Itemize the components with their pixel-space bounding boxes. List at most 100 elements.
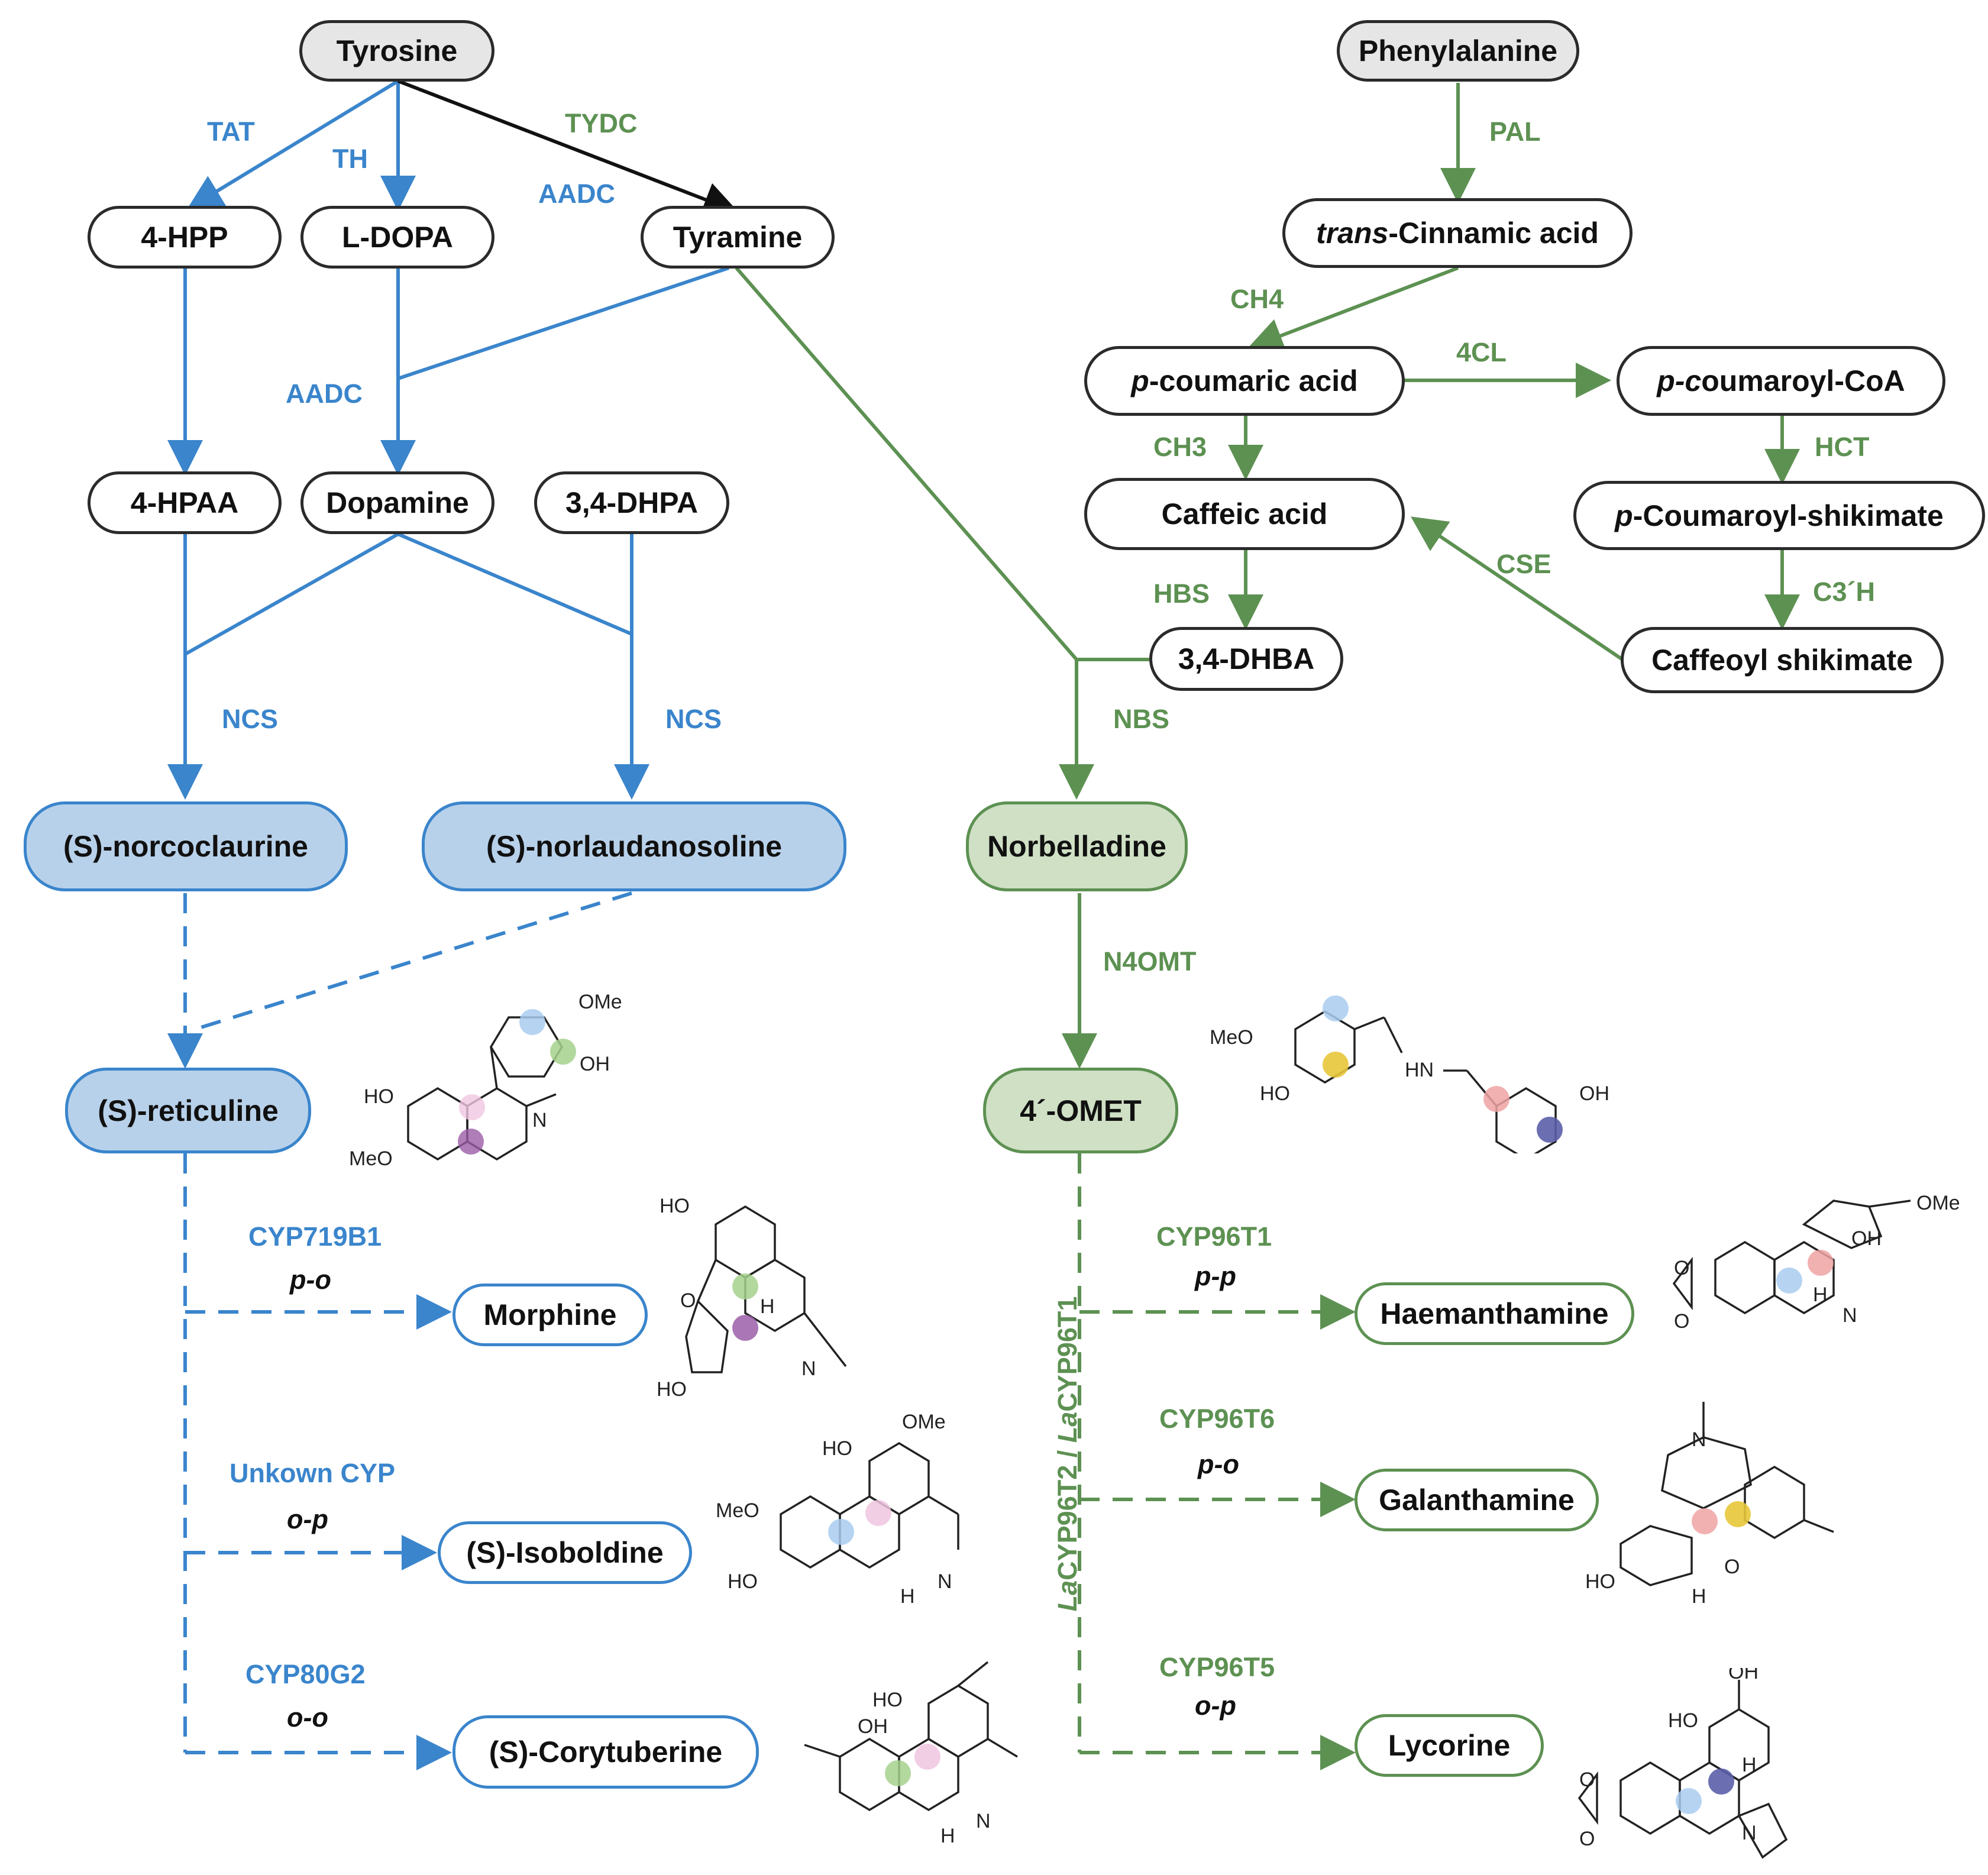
struct-label-h-haemanthamine: H	[1813, 1284, 1828, 1306]
struct-label-oh-corytuberine: OH	[858, 1715, 888, 1738]
enzyme-cse: CSE	[1496, 549, 1551, 579]
struct-label-o2-haemanthamine: O	[1674, 1310, 1689, 1333]
struct-label-oh-haemanthamine: OH	[1851, 1227, 1882, 1250]
structure-reticuline: HO MeO N OMe OH	[349, 991, 622, 1170]
structure-morphine: HO O H N HO	[657, 1195, 847, 1401]
struct-label-n-isoboldine: N	[938, 1570, 952, 1593]
enzyme-nbs: NBS	[1113, 704, 1170, 734]
name-rest: -coumaric acid	[1149, 364, 1358, 397]
edge-caffeoyl-caffeic	[1411, 516, 1624, 661]
node-tyramine: Tyramine	[641, 206, 835, 269]
edge-tyrosine-tyramine	[397, 79, 739, 216]
enzyme-cyp96t6: CYP96T6	[1159, 1404, 1275, 1434]
node-tyrosine: Tyrosine	[299, 20, 494, 82]
struct-label-o1-lycorine: O	[1579, 1769, 1595, 1791]
italic-prefix: p	[1131, 364, 1149, 397]
node-s-isoboldine: (S)-Isoboldine	[438, 1521, 692, 1584]
struct-label-ho2-morphine: HO	[657, 1378, 687, 1401]
vertical-la-2: La	[1052, 1411, 1082, 1443]
edge-norlaudanosoline-reticuline	[195, 891, 632, 1031]
struct-label-hn-omet: HN	[1405, 1059, 1434, 1081]
struct-label-ome-haemanthamine: OMe	[1916, 1192, 1960, 1214]
coupling-galanthamine: p-o	[1198, 1449, 1239, 1479]
coupling-morphine: p-o	[290, 1265, 331, 1295]
node-morphine: Morphine	[452, 1284, 648, 1346]
norbelladine-edges	[735, 267, 1149, 1069]
struct-label-ho-lycorine: HO	[1668, 1709, 1698, 1732]
struct-label-oh: OH	[580, 1053, 610, 1075]
struct-label-ho-corytuberine: HO	[872, 1689, 903, 1711]
coupling-corytuberine: o-o	[287, 1702, 328, 1732]
edge-dopamine-left	[184, 532, 399, 656]
enzyme-tydc: TYDC	[565, 108, 638, 138]
italic-prefix: trans	[1316, 216, 1389, 250]
struct-label-h-galanthamine: H	[1692, 1585, 1706, 1608]
structure-corytuberine: HO OH N H	[804, 1661, 1018, 1847]
edge-tyramine-aadc	[397, 266, 729, 380]
struct-label-n-morphine: N	[801, 1357, 816, 1380]
structure-galanthamine: N O HO H	[1585, 1402, 1834, 1608]
coupling-lycorine: o-p	[1195, 1690, 1236, 1721]
enzyme-ncs-right: NCS	[665, 704, 722, 734]
enzyme-ch4: CH4	[1230, 284, 1284, 314]
struct-label-n-corytuberine: N	[976, 1810, 991, 1832]
aa-product-edges	[1078, 1153, 1356, 1770]
enzyme-ncs-left: NCS	[222, 704, 279, 734]
struct-label-oh-omet: OH	[1579, 1082, 1609, 1105]
node-caffeic-acid: Caffeic acid	[1084, 478, 1405, 550]
struct-label-o1-haemanthamine: O	[1674, 1257, 1689, 1279]
struct-label-o-galanthamine: O	[1724, 1556, 1740, 1578]
enzyme-n4omt: N4OMT	[1103, 946, 1197, 977]
struct-label-n: N	[532, 1109, 547, 1132]
struct-label-o-morphine: O	[680, 1289, 696, 1312]
edge-tyramine-nbs	[735, 267, 1078, 661]
enzyme-aadc-mid: AADC	[286, 379, 363, 409]
node-haemanthamine: Haemanthamine	[1355, 1282, 1634, 1345]
structure-lycorine: OH HO H N O O	[1578, 1668, 1788, 1859]
node-4hpaa: 4-HPAA	[88, 471, 282, 534]
phenylpropanoid-edges	[1228, 83, 1800, 661]
struct-label-n-lycorine: N	[1742, 1822, 1757, 1844]
enzyme-cyp719b1: CYP719B1	[248, 1221, 382, 1252]
node-norbelladine: Norbelladine	[966, 801, 1188, 891]
node-s-reticuline: (S)-reticuline	[65, 1068, 311, 1153]
node-phenylalanine: Phenylalanine	[1337, 20, 1579, 82]
struct-label-meo-isoboldine: MeO	[716, 1499, 759, 1522]
struct-label-ho-galanthamine: HO	[1585, 1570, 1615, 1593]
enzyme-hbs: HBS	[1153, 578, 1210, 609]
struct-label-ho2-isoboldine: HO	[728, 1570, 758, 1593]
node-trans-cinnamic-acid: trans-Cinnamic acid	[1282, 198, 1633, 268]
enzyme-c3h: C3´H	[1813, 577, 1876, 607]
struct-label-ome-isoboldine: OMe	[902, 1411, 946, 1433]
node-34-dhpa: 3,4-DHPA	[534, 471, 729, 534]
node-ldopa: L-DOPA	[300, 206, 494, 269]
struct-label-ho-omet: HO	[1260, 1082, 1290, 1105]
struct-label-h-morphine: H	[760, 1295, 775, 1318]
enzyme-aadc-top: AADC	[538, 179, 615, 209]
node-s-corytuberine: (S)-Corytuberine	[452, 1715, 759, 1789]
node-p-coumaroyl-shikimate: p-Coumaroyl-shikimate	[1573, 481, 1985, 550]
struct-label-h-lycorine: H	[1742, 1754, 1757, 1776]
node-p-coumaric-acid: p-coumaric acid	[1084, 346, 1405, 416]
vertical-enzyme-label: LaCYP96T2 / LaCYP96T1	[1052, 1229, 1083, 1679]
struct-label-ho: HO	[364, 1085, 394, 1108]
enzyme-ch3: CH3	[1153, 432, 1207, 462]
node-s-norcoclaurine: (S)-norcoclaurine	[24, 801, 348, 891]
node-34-dhba: 3,4-DHBA	[1149, 627, 1343, 691]
node-galanthamine: Galanthamine	[1355, 1469, 1599, 1531]
node-lycorine: Lycorine	[1355, 1714, 1544, 1777]
italic-prefix: p	[1615, 499, 1633, 532]
edge-dopamine-right	[397, 532, 633, 636]
node-4hpp: 4-HPP	[88, 206, 282, 269]
node-dopamine: Dopamine	[300, 471, 494, 534]
tyrosine-edges	[167, 79, 739, 1069]
struct-label-n-haemanthamine: N	[1842, 1304, 1857, 1327]
node-4-omet: 4´-OMET	[983, 1068, 1178, 1153]
struct-label-h-isoboldine: H	[900, 1585, 915, 1608]
structure-isoboldine: OMe HO MeO HO N H	[716, 1411, 959, 1608]
struct-label-n-galanthamine: N	[1692, 1428, 1706, 1451]
enzyme-tat: TAT	[207, 117, 255, 147]
enzyme-cyp96t5: CYP96T5	[1159, 1652, 1275, 1682]
italic-prefix: p-c	[1657, 364, 1702, 397]
